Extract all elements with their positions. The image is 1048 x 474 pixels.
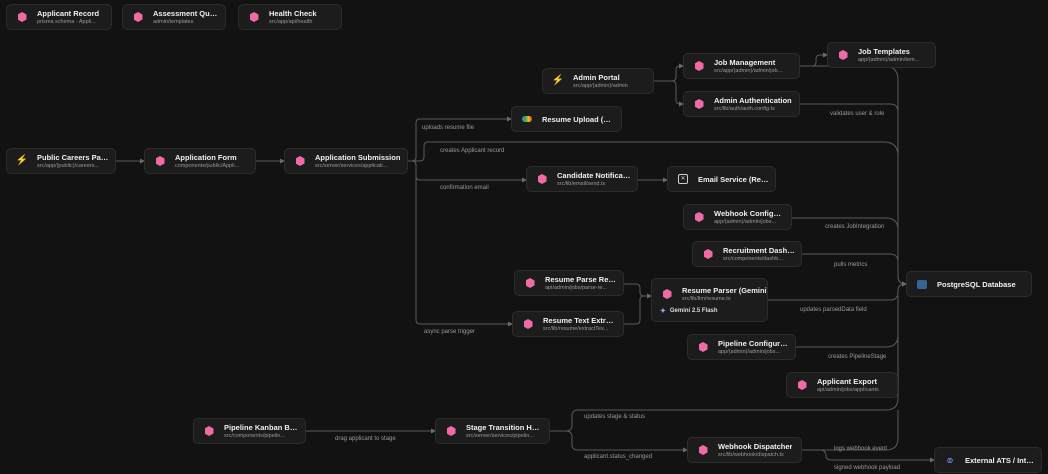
hexagon-icon xyxy=(795,378,809,392)
hexagon-icon xyxy=(293,154,307,168)
hexagon-icon xyxy=(521,317,535,331)
node-stage-transition[interactable]: Stage Transition Hand...src/server/servi… xyxy=(435,418,550,444)
hexagon-icon xyxy=(202,424,216,438)
hexagon-icon xyxy=(153,154,167,168)
edge-submission-postgres xyxy=(408,141,907,287)
node-external-ats[interactable]: ⊚ External ATS / Integr... xyxy=(934,447,1042,473)
node-recruitment-dashboard[interactable]: Recruitment Dashbo...src/components/dash… xyxy=(692,241,802,267)
edge-portal-auth xyxy=(654,80,684,107)
edge-webhookcfg-postgres xyxy=(792,217,899,231)
label-updates-parseddata: updates parsedData field xyxy=(800,307,867,313)
postgres-icon xyxy=(915,277,929,291)
edge-jobmgmt-templates xyxy=(800,52,828,67)
model-badge: ✦Gemini 2.5 Flash xyxy=(660,307,718,315)
edge-submission-notif xyxy=(408,160,527,183)
label-signed-payload: signed webhook payload xyxy=(834,465,900,471)
label-validates-user: validates user & role xyxy=(830,111,885,117)
label-drag-applicant: drag applicant to stage xyxy=(335,436,396,442)
label-creates-pipelinestage: creates PipelineStage xyxy=(828,354,887,360)
label-updates-stage: updates stage & status xyxy=(584,414,645,420)
label-async-parse: async parse trigger xyxy=(424,329,475,335)
hexagon-icon xyxy=(535,172,549,186)
bolt-icon: ⚡ xyxy=(551,75,565,86)
node-candidate-notification[interactable]: Candidate Notificatio...src/lib/email/se… xyxy=(526,166,638,192)
edge-submission-textextract xyxy=(408,160,513,327)
external-icon: ⊚ xyxy=(946,455,954,465)
label-confirmation-email: confirmation email xyxy=(440,185,489,191)
edge-jobmgmt-postgres xyxy=(800,65,907,287)
edge-auth-postgres xyxy=(800,103,899,113)
edge-dash-postgres xyxy=(802,253,899,263)
edge-dispatcher-ats xyxy=(802,449,935,463)
hexagon-icon xyxy=(247,10,261,24)
hexagon-icon xyxy=(696,340,710,354)
edge-text-parser xyxy=(624,293,652,325)
edge-stage-postgres xyxy=(550,296,899,432)
hexagon-icon xyxy=(692,210,706,224)
hexagon-icon xyxy=(15,10,29,24)
node-pipeline-configuration[interactable]: Pipeline Configurationapp/(admin)/admin/… xyxy=(687,334,796,360)
node-webhook-configuration[interactable]: Webhook Configura...app/(admin)/admin/jo… xyxy=(683,204,792,230)
hexagon-icon xyxy=(692,59,706,73)
label-pulls-metrics: pulls metrics xyxy=(834,262,867,268)
node-postgresql[interactable]: PostgreSQL Database xyxy=(906,271,1032,297)
hexagon-icon xyxy=(131,10,145,24)
label-creates-jobintegration: creates JobIntegration xyxy=(825,224,884,230)
sparkle-icon: ✦ xyxy=(660,307,666,315)
edge-pipelinecfg-postgres xyxy=(796,296,899,348)
hexagon-icon xyxy=(696,443,710,457)
node-resume-parser[interactable]: Resume Parser (Gemini)src/lib/llm/resume… xyxy=(651,278,768,322)
hexagon-icon xyxy=(444,424,458,438)
label-creates-applicant: creates Applicant record xyxy=(440,148,504,154)
label-uploads-resume: uploads resume file xyxy=(422,125,475,131)
edge-retry-parser xyxy=(624,283,652,299)
hexagon-icon xyxy=(523,276,537,290)
hexagon-icon xyxy=(701,247,715,261)
hexagon-icon xyxy=(836,48,850,62)
hexagon-icon xyxy=(660,287,674,301)
hexagon-icon xyxy=(692,97,706,111)
edge-parser-postgres xyxy=(768,281,907,301)
edge-dispatcher-postgres xyxy=(802,410,899,451)
cloud-icon xyxy=(520,112,534,126)
label-status-changed: applicant.status_changed xyxy=(584,454,652,460)
label-logs-webhook: logs webhook event xyxy=(834,446,887,452)
node-assessment-questions[interactable]: Assessment Questi...admin/templates xyxy=(122,4,226,30)
mail-icon: ✕ xyxy=(676,172,690,186)
node-resume-upload[interactable]: Resume Upload (GCS) xyxy=(511,106,622,132)
bolt-icon: ⚡ xyxy=(15,155,29,166)
node-pipeline-kanban[interactable]: Pipeline Kanban Boa...src/components/pip… xyxy=(193,418,306,444)
edge-portal-jobmgmt xyxy=(654,63,684,82)
node-email-service[interactable]: ✕ Email Service (Rese... xyxy=(667,166,776,192)
node-resume-text-extraction[interactable]: Resume Text Extracti...src/lib/resume/ex… xyxy=(512,311,624,337)
edge-stage-dispatcher xyxy=(550,430,688,453)
